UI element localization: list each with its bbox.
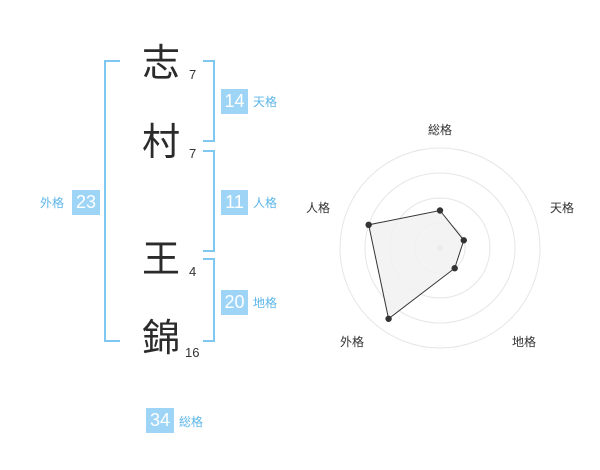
gaikaku-badge: 23: [72, 190, 100, 215]
radar-axis-label: 天格: [550, 200, 574, 215]
surname-char-1: 志: [142, 41, 181, 85]
jinkaku-bracket: [203, 150, 215, 252]
radar-points: [365, 207, 467, 322]
jinkaku-badge: 11: [221, 190, 248, 215]
tenkaku-bracket: [203, 60, 215, 142]
chikaku-badge: 20: [221, 290, 248, 315]
surname-char-2-strokes: 7: [189, 146, 197, 161]
chikaku-label: 地格: [253, 296, 278, 310]
given-char-2-strokes: 16: [185, 345, 200, 360]
radar-point: [365, 221, 372, 229]
radar-axis-label: 地格: [512, 334, 536, 349]
radar-score-polygon: [368, 209, 465, 320]
tenkaku-label: 天格: [253, 95, 278, 109]
radar-point: [460, 237, 467, 244]
radar-point: [385, 315, 392, 322]
radar-grid-ring: [364, 172, 516, 324]
surname-char-1-strokes: 7: [189, 67, 197, 82]
given-char-2: 錦: [142, 316, 181, 360]
tenkaku-badge: 14: [221, 89, 248, 114]
radar-axis-label: 人格: [306, 200, 330, 215]
given-char-1: 王: [142, 237, 181, 281]
jinkaku-label: 人格: [253, 196, 278, 210]
radar-axis-label: 外格: [340, 334, 364, 349]
given-char-1-strokes: 4: [189, 264, 197, 279]
radar-point: [451, 265, 458, 272]
radar-axis-label: 総格: [428, 122, 452, 137]
soukaku-label: 総格: [179, 415, 204, 429]
gaikaku-bracket: [104, 60, 120, 342]
chikaku-bracket: [203, 258, 215, 342]
radar-point: [436, 207, 444, 214]
gaikaku-label: 外格: [40, 196, 65, 210]
surname-char-2: 村: [142, 120, 181, 164]
radar-grid-ring: [339, 147, 541, 349]
soukaku-badge: 34: [146, 408, 174, 433]
